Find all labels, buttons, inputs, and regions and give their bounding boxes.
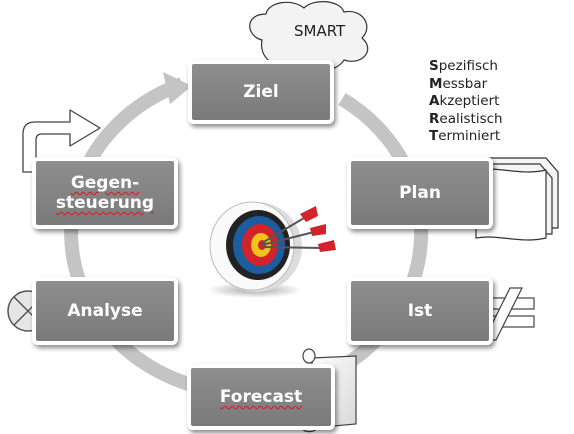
forecast-box: Forecast (187, 364, 335, 430)
plan-box: Plan (347, 157, 493, 229)
plan-label: Plan (399, 183, 441, 203)
analyse-label: Analyse (67, 301, 143, 321)
smart-cloud-label: SMART (294, 22, 346, 40)
smart-criterion-t: Terminiert (429, 128, 501, 144)
smart-criterion-a: Akzeptiert (429, 93, 500, 109)
smart-criterion-s: Spezifisch (429, 58, 498, 74)
ist-label: Ist (407, 301, 433, 321)
forecast-label: Forecast (219, 387, 303, 407)
turn-arrow-icon (22, 109, 101, 173)
analyse-box: Analyse (32, 277, 178, 345)
gegensteuerung-label-line1: Gegen- (70, 173, 140, 193)
smart-criteria-list: Spezifisch Messbar Akzeptiert Realistisc… (429, 58, 503, 146)
ist-box: Ist (347, 277, 493, 345)
smart-criterion-r: Realistisch (429, 110, 503, 127)
smart-criterion-m: Messbar (429, 75, 488, 92)
not-equal-icon (459, 287, 535, 341)
archery-target-icon (207, 201, 336, 298)
gegensteuerung-label-line2: steuerung (55, 193, 155, 213)
ziel-label: Ziel (243, 82, 279, 102)
gegensteuerung-box: Gegen- steuerung (32, 157, 178, 229)
ziel-box: Ziel (188, 60, 334, 124)
documents-stack-icon (475, 157, 559, 241)
